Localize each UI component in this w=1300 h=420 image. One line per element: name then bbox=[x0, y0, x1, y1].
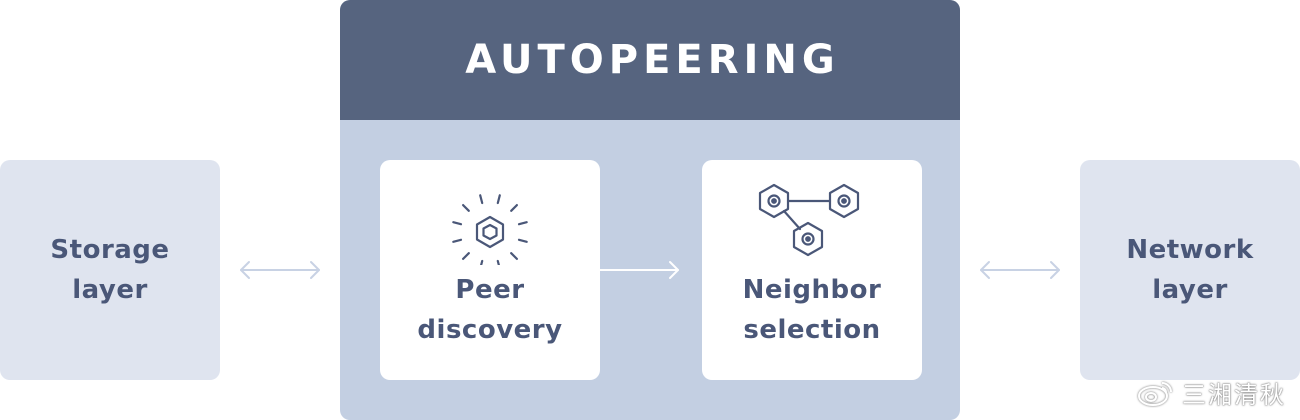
burst-ray bbox=[517, 238, 528, 243]
neighbor-selection-box: Neighbor selection bbox=[702, 160, 922, 380]
autopeering-header: AUTOPEERING bbox=[340, 0, 960, 120]
burst-ray bbox=[496, 259, 500, 265]
watermark: 三湘清秋 bbox=[1136, 375, 1286, 410]
burst-ray bbox=[479, 194, 484, 205]
burst-ray bbox=[452, 221, 463, 226]
peer-discovery-label-line1: Peer bbox=[455, 275, 525, 305]
network-layer-label: Network layer bbox=[1115, 230, 1265, 310]
burst-ray bbox=[510, 252, 518, 261]
autopeering-title: AUTOPEERING bbox=[465, 37, 840, 83]
storage-layer-label-line2: layer bbox=[72, 275, 148, 305]
burst-ray bbox=[510, 204, 518, 212]
burst-ray bbox=[452, 238, 463, 243]
autopeering-module: AUTOPEERING Peer discovery bbox=[340, 0, 960, 420]
discovery-to-selection-arrow bbox=[600, 261, 679, 279]
autopeering-network-bidirectional-arrow bbox=[980, 261, 1060, 279]
storage-layer-label: Storage layer bbox=[35, 230, 185, 310]
burst-ray bbox=[496, 194, 501, 205]
burst-ray bbox=[480, 259, 484, 265]
neighbor-selection-label-line2: selection bbox=[743, 315, 881, 345]
burst-ray bbox=[517, 221, 528, 226]
storage-layer-box: Storage layer bbox=[0, 160, 220, 380]
hexagon-burst-icon bbox=[452, 194, 528, 265]
burst-ray bbox=[461, 204, 470, 212]
connected-hexagons-icon bbox=[758, 183, 860, 257]
peer-discovery-box: Peer discovery bbox=[380, 160, 600, 380]
peer-discovery-label: Peer discovery bbox=[380, 270, 600, 350]
watermark-text: 三湘清秋 bbox=[1182, 381, 1286, 409]
storage-autopeering-bidirectional-arrow bbox=[240, 261, 320, 279]
peer-discovery-label-line2: discovery bbox=[417, 315, 563, 345]
network-layer-label-line2: layer bbox=[1152, 275, 1228, 305]
neighbor-selection-label-line1: Neighbor bbox=[742, 275, 882, 305]
network-layer-box: Network layer bbox=[1080, 160, 1300, 380]
weibo-icon bbox=[1138, 381, 1172, 406]
neighbor-selection-label: Neighbor selection bbox=[702, 270, 922, 350]
burst-ray bbox=[461, 252, 470, 261]
network-layer-label-line1: Network bbox=[1126, 235, 1254, 265]
storage-layer-label-line1: Storage bbox=[50, 235, 170, 265]
